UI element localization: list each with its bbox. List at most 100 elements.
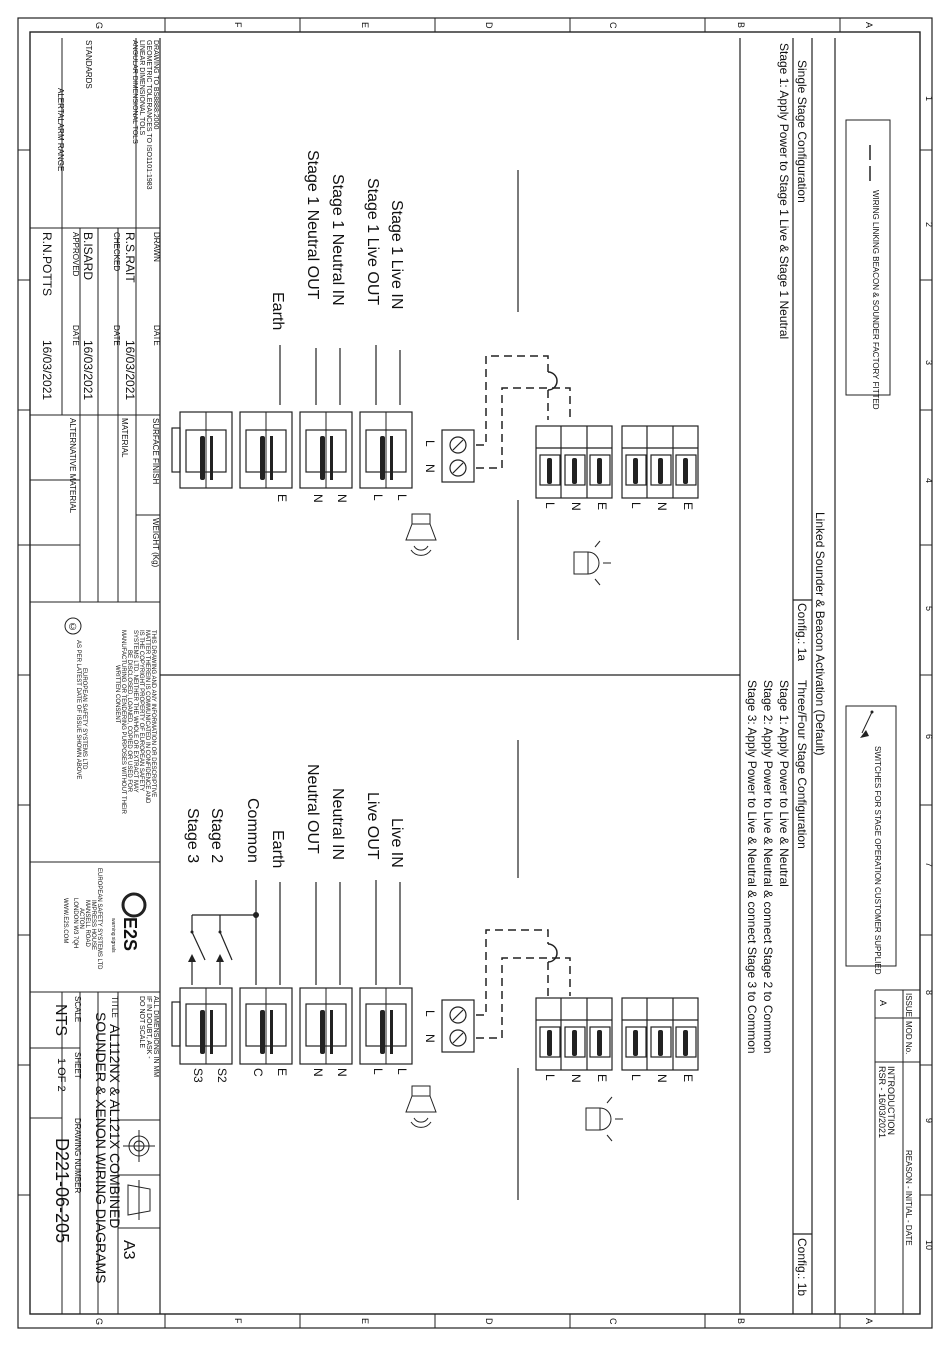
col-6: 6 [924, 734, 934, 739]
svg-text:R.S.RAIT: R.S.RAIT [123, 232, 137, 283]
svg-text:E2S: E2S [120, 917, 140, 951]
svg-text:Stage 1 Live IN: Stage 1 Live IN [388, 200, 405, 309]
svg-text:L: L [543, 502, 557, 509]
rev-reason-1: INTRODUCTION [886, 1066, 896, 1135]
svg-text:warning signals: warning signals [110, 918, 116, 953]
svg-text:L: L [543, 1074, 557, 1081]
svg-text:DRAWING TO BS8888:2000: DRAWING TO BS8888:2000 [152, 40, 159, 129]
svg-text:L: L [423, 440, 437, 447]
beacon-icon [573, 540, 611, 586]
sheet-header: SHEET [73, 1052, 82, 1079]
svg-text:E: E [681, 1074, 695, 1082]
svg-text:DRAWN: DRAWN [152, 232, 161, 262]
beacon-icon [585, 1096, 623, 1142]
svg-text:N: N [655, 1074, 669, 1083]
standards-note: DRAWING TO BS8888:2000 GEOMETRIC TOLERAN… [131, 40, 159, 190]
svg-text:IS THE COPYRIGHT PROPERTY OF E: IS THE COPYRIGHT PROPERTY OF EUROPEAN SA… [138, 630, 144, 791]
svg-text:E: E [275, 494, 289, 502]
svg-text:LINEAR DIMENSIONAL TOLS: LINEAR DIMENSIONAL TOLS [138, 40, 145, 136]
dimension-note: ALL DIMENSIONS IN MM IF IN DOUBT, ASK - … [138, 996, 159, 1077]
svg-text:L: L [371, 494, 385, 501]
svg-text:D: D [484, 22, 494, 29]
svg-text:F: F [233, 22, 243, 28]
drawing-number-header: DRAWING NUMBER [73, 1118, 82, 1193]
title-line-1: AL112NX & AL121X COMBINED [107, 1024, 123, 1228]
material: MATERIAL [120, 418, 129, 458]
three-title: Three/Four Stage Configuration [795, 680, 809, 849]
svg-text:EUROPEAN SAFETY SYSTEMS LTD: EUROPEAN SAFETY SYSTEMS LTD [81, 668, 87, 770]
svg-text:BE DISCLOSED, LOANED, COPIED O: BE DISCLOSED, LOANED, COPIED OR USED FOR [126, 650, 132, 793]
single-title: Single Stage Configuration [795, 60, 809, 203]
wiring-1b: Live IN Live OUT Neutral IN Neutral OUT … [171, 740, 699, 1200]
svg-text:E: E [275, 1068, 289, 1076]
col-7: 7 [924, 862, 934, 867]
svg-text:N: N [311, 494, 325, 503]
svg-text:16/03/2021: 16/03/2021 [123, 340, 137, 400]
svg-text:THIS DRAWING AND ANY INFORMATI: THIS DRAWING AND ANY INFORMATION OR DESC… [150, 630, 156, 797]
svg-text:E: E [360, 1318, 370, 1324]
zone-ticks [18, 18, 932, 1328]
svg-text:N: N [569, 1074, 583, 1083]
svg-text:ACTON: ACTON [78, 908, 84, 929]
config-1a: Config.: 1a [795, 603, 809, 661]
scale-value: NTS [52, 1004, 69, 1036]
svg-text:WWW.E2S.COM: WWW.E2S.COM [62, 898, 68, 943]
svg-text:GEOMETRIC TOLERANCES TO ISO110: GEOMETRIC TOLERANCES TO ISO1101:1983 [145, 40, 152, 190]
svg-text:B: B [736, 22, 746, 28]
svg-text:AS PER LATEST DATE OF ISSUE SH: AS PER LATEST DATE OF ISSUE SHOWN ABOVE [75, 640, 81, 779]
scale-header: SCALE [73, 996, 82, 1022]
svg-text:Live OUT: Live OUT [364, 792, 381, 860]
svg-text:DATE: DATE [152, 325, 161, 346]
linked-title: Linked Sounder & Beacon Activation (Defa… [813, 512, 827, 755]
drawing-number: D221-06-205 [52, 1138, 72, 1243]
svg-text:MANUFACTURING OR TENDERING PUR: MANUFACTURING OR TENDERING PURPOSES WITH… [120, 630, 126, 815]
svg-text:16/03/2021: 16/03/2021 [81, 340, 95, 400]
svg-text:Neutral IN: Neutral IN [329, 788, 346, 860]
standards-label: STANDARDS [84, 40, 93, 89]
copyright: © THIS DRAWING AND ANY INFORMATION OR DE… [64, 617, 156, 815]
svg-text:DATE: DATE [71, 325, 80, 346]
sounder-icon [405, 513, 437, 556]
svg-text:B: B [736, 1318, 746, 1324]
svg-text:DATE: DATE [112, 325, 121, 346]
weight: WEIGHT (Kg) [151, 518, 160, 568]
config-1b: Config.: 1b [795, 1238, 809, 1296]
svg-text:C: C [251, 1068, 265, 1077]
sheet-value: 1 OF 2 [55, 1058, 67, 1092]
rev-reason-header: REASON - INITIAL - DATE [904, 1150, 913, 1246]
svg-text:MATTER THEREIN IS COMMUNICATED: MATTER THEREIN IS COMMUNICATED IN CONFID… [144, 630, 150, 804]
svg-text:N: N [655, 502, 669, 511]
svg-text:E: E [595, 1074, 609, 1082]
rev-mod-header: MOD No. [904, 1021, 913, 1054]
header-frame [159, 38, 836, 1314]
svg-text:Stage 1 Neutral OUT: Stage 1 Neutral OUT [304, 150, 321, 300]
range-label: ALERTALARM RANGE [56, 88, 65, 171]
column-numbers: 1 2 3 4 5 6 7 8 9 10 [924, 96, 934, 1250]
svg-text:N: N [569, 502, 583, 511]
row-letters: A B C D E F G A B C D E F G [94, 22, 874, 1325]
approvals: DRAWN DATE R.S.RAIT 16/03/2021 CHECKED D… [40, 232, 161, 400]
svg-text:N: N [335, 494, 349, 503]
svg-text:Stage 3: Stage 3 [184, 808, 201, 863]
svg-text:C: C [608, 1318, 618, 1325]
svg-text:Stage 2: Stage 2 [208, 808, 225, 863]
three-stage2: Stage 2: Apply Power to Live & Neutral &… [761, 680, 775, 1054]
svg-text:WIRING LINKING BEACON & SOUNDE: WIRING LINKING BEACON & SOUNDER FACTORY … [871, 190, 880, 410]
svg-text:S3: S3 [191, 1068, 205, 1083]
surface-finish: SURFACE FINISH [151, 418, 160, 484]
svg-text:Earth: Earth [269, 830, 286, 868]
svg-text:A: A [864, 22, 874, 28]
svg-text:ANGULAR DIMENSIONAL TOLS: ANGULAR DIMENSIONAL TOLS [131, 40, 138, 144]
revision-table [874, 989, 920, 1314]
svg-text:16/03/2021: 16/03/2021 [40, 340, 54, 400]
svg-text:E: E [681, 502, 695, 510]
svg-text:L: L [395, 494, 409, 501]
title-line-2: SOUNDER & XENON WIRING DIAGRAMS [93, 1012, 109, 1283]
col-10: 10 [924, 1240, 934, 1250]
rev-issue: A [878, 1000, 888, 1006]
svg-text:EUROPEAN SAFETY SYSTEMS LTD: EUROPEAN SAFETY SYSTEMS LTD [96, 868, 102, 970]
col-9: 9 [924, 1118, 934, 1123]
svg-text:N: N [423, 1034, 437, 1043]
svg-text:WRITTEN CONSENT: WRITTEN CONSENT [114, 665, 120, 724]
title-block-grid [30, 38, 160, 1314]
